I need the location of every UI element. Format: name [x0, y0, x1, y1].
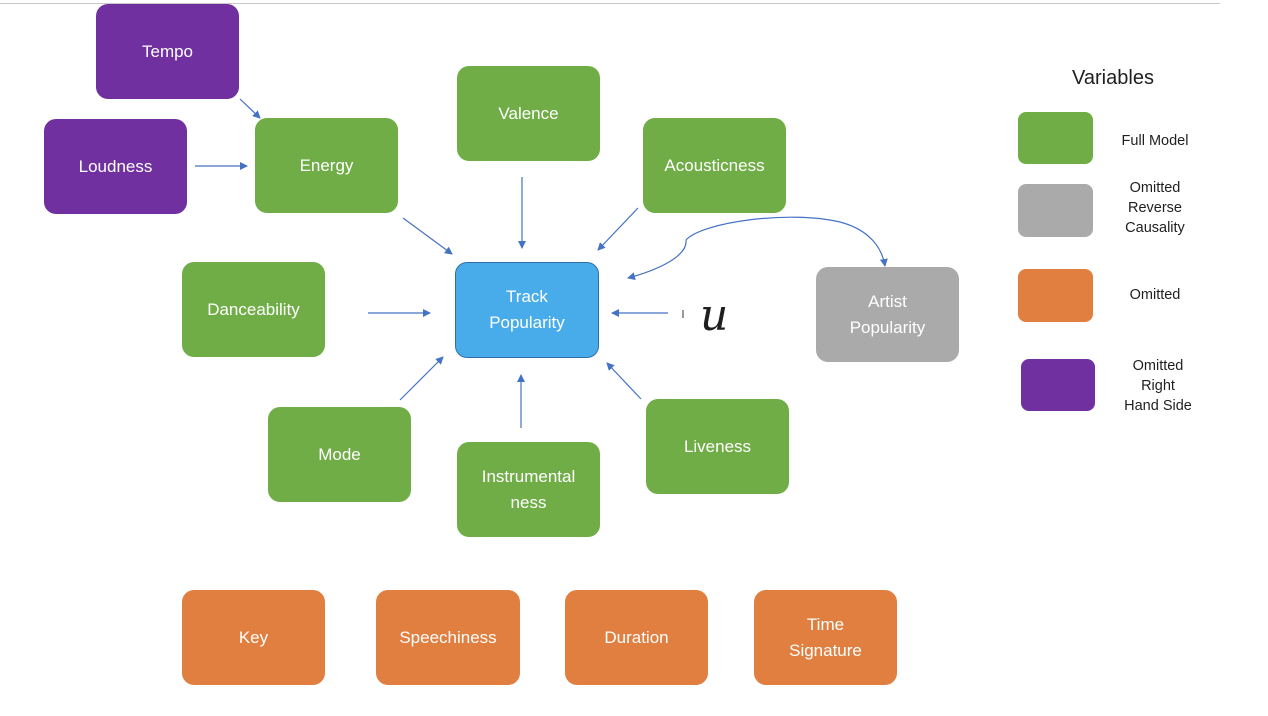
legend-label-full-model: Full Model [1121, 133, 1189, 149]
arrow-energy-track [402, 217, 453, 255]
legend-label-omitted-reverse-causality: Omitted Reverse Causality [1125, 180, 1185, 236]
node-artist-popularity: Artist Popularity [816, 267, 959, 362]
legend-swatch-omitted-rhs [1021, 359, 1095, 411]
legend-swatch-omitted-reverse-causality [1018, 184, 1093, 237]
node-tempo: Tempo [96, 4, 239, 99]
node-acousticness: Acousticness [643, 118, 786, 213]
node-valence: Valence [457, 66, 600, 161]
legend-label-omitted: Omitted [1129, 287, 1181, 303]
top-divider [0, 3, 1220, 4]
node-liveness: Liveness [646, 399, 789, 494]
arrow-acousticness-track [597, 207, 639, 251]
arrow-tempo-energy [239, 98, 261, 119]
legend-swatch-full-model [1018, 112, 1093, 164]
node-mode: Mode [268, 407, 411, 502]
node-track-popularity: Track Popularity [455, 262, 599, 358]
u-error-term: u [700, 290, 729, 341]
arrow-mode-track [399, 356, 444, 401]
node-danceability: Danceability [182, 262, 325, 357]
arrow-track-to-artist [685, 216, 888, 267]
legend-swatch-omitted [1018, 269, 1093, 322]
legend-title: Variables [1072, 67, 1154, 89]
arrow-artist-to-track [627, 239, 687, 281]
node-speechiness: Speechiness [376, 590, 520, 685]
node-instrumentalness: Instrumental ness [457, 442, 600, 537]
arrow-liveness-track [606, 362, 642, 400]
node-time-signature: Time Signature [754, 590, 897, 685]
node-loudness: Loudness [44, 119, 187, 214]
legend-label-omitted-rhs: Omitted Right Hand Side [1124, 358, 1192, 414]
u-tick-mark [682, 310, 684, 318]
node-key: Key [182, 590, 325, 685]
node-duration: Duration [565, 590, 708, 685]
node-energy: Energy [255, 118, 398, 213]
